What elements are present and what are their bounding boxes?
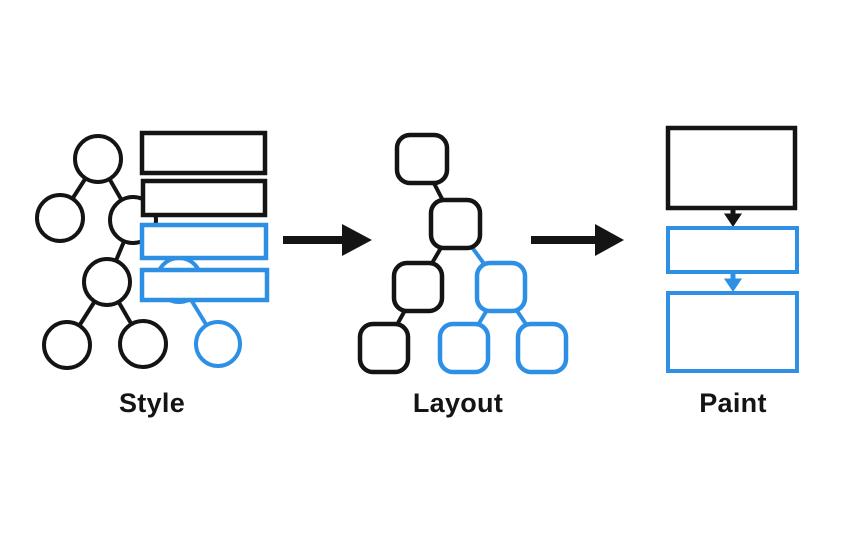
- down-arrow-black: [724, 208, 742, 227]
- style-tree-edges: [58, 157, 145, 347]
- layout-node-blue: [474, 260, 528, 314]
- stage-label-style: Style: [118, 388, 186, 418]
- layout-node-blue: [515, 321, 569, 375]
- layout-node-blue: [437, 321, 491, 375]
- style-rule-rect-blue: [139, 222, 269, 261]
- layout-node: [428, 197, 483, 251]
- styled-node-circle: [194, 320, 242, 368]
- right-arrow-layout-to-paint: [531, 224, 624, 256]
- layout-tree-nodes: [357, 132, 569, 375]
- paint-box-top: [665, 125, 798, 211]
- style-rule-rect-blue: [139, 267, 270, 303]
- stage-label-layout: Layout: [412, 388, 504, 418]
- style-stage-figure: [35, 130, 270, 370]
- right-arrow-style-to-layout: [283, 224, 372, 256]
- layout-node: [394, 132, 450, 186]
- style-rule-rects: [139, 130, 270, 303]
- layout-node: [357, 321, 411, 375]
- paint-box-bottom: [666, 291, 799, 373]
- paint-box-middle: [666, 226, 799, 274]
- dom-node-circle: [35, 193, 85, 243]
- style-rule-rect: [140, 178, 268, 218]
- layout-tree-edges: [382, 159, 544, 350]
- down-arrow-blue: [724, 272, 742, 292]
- dom-node-circle: [118, 319, 168, 369]
- style-rule-rect: [139, 130, 268, 176]
- paint-stage-figure: [665, 125, 799, 373]
- dom-node-circle: [42, 320, 92, 370]
- dom-node-circle: [73, 134, 123, 184]
- layout-node: [391, 260, 445, 314]
- dom-node-circle: [82, 257, 132, 307]
- layout-stage-figure: [357, 132, 569, 375]
- stage-label-paint: Paint: [699, 388, 767, 418]
